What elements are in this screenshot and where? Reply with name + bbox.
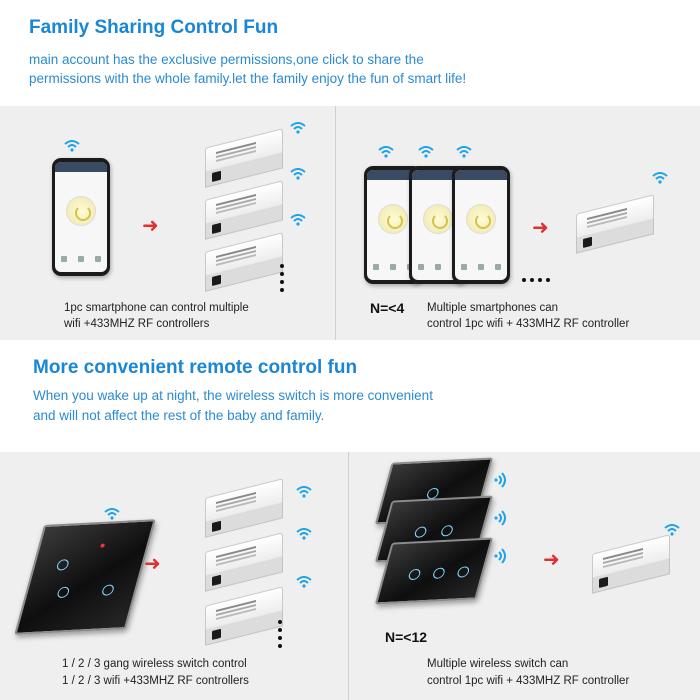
caption-line: wifi +433MHZ RF controllers <box>64 318 210 330</box>
controller-module-image <box>205 532 283 592</box>
controller-module-image <box>576 194 654 254</box>
controller-module-image <box>205 180 283 240</box>
wifi-icon <box>494 510 506 526</box>
wifi-icon <box>494 472 506 488</box>
wifi-icon <box>456 146 472 158</box>
panel-switch-control: ➜ 1 / 2 / 3 gang wireless switch control… <box>0 452 700 700</box>
wifi-icon <box>494 548 506 564</box>
wifi-icon <box>290 214 306 226</box>
section-body-line: When you wake up at night, the wireless … <box>33 388 433 403</box>
section-title: More convenient remote control fun <box>33 357 358 378</box>
power-icon <box>466 204 496 234</box>
arrow-right-icon: ➜ <box>543 549 560 571</box>
wireless-switch-image <box>374 537 494 605</box>
controller-module-image <box>205 128 283 188</box>
panel-phone-control: ➜ 1pc smartphone can control multiple wi… <box>0 106 700 340</box>
wifi-icon <box>418 146 434 158</box>
power-icon <box>378 204 408 234</box>
section-body-line: main account has the exclusive permissio… <box>29 52 424 67</box>
arrow-right-icon: ➜ <box>142 215 159 237</box>
wifi-icon <box>378 146 394 158</box>
wifi-icon <box>290 122 306 134</box>
caption-line: Multiple smartphones can <box>427 302 559 314</box>
ellipsis-icon <box>280 264 284 296</box>
wifi-icon <box>296 528 312 540</box>
arrow-right-icon: ➜ <box>532 217 549 239</box>
controller-module-image <box>592 534 670 594</box>
section-family-sharing: Family Sharing Control Fun main account … <box>0 0 700 106</box>
wifi-icon <box>290 168 306 180</box>
caption-line: 1pc smartphone can control multiple <box>64 302 249 314</box>
wifi-icon <box>64 140 80 152</box>
section-title: Family Sharing Control Fun <box>29 17 279 38</box>
wireless-switch-image <box>14 519 156 635</box>
panel-divider <box>335 106 336 340</box>
wifi-icon <box>296 576 312 588</box>
section-body-line: permissions with the whole family.let th… <box>29 71 467 86</box>
wifi-icon <box>664 524 680 536</box>
power-icon <box>66 196 96 226</box>
wifi-icon <box>296 486 312 498</box>
section-body-line: and will not affect the rest of the baby… <box>33 408 325 423</box>
max-count-label: N=<4 <box>370 300 405 316</box>
caption-line: Multiple wireless switch can <box>427 658 569 670</box>
wifi-icon <box>104 508 120 520</box>
ellipsis-icon <box>278 620 282 652</box>
controller-module-image <box>205 478 283 538</box>
wifi-icon <box>652 172 668 184</box>
caption-line: 1 / 2 / 3 gang wireless switch control <box>62 658 247 670</box>
panel-divider <box>348 452 349 700</box>
controller-module-image <box>205 232 283 292</box>
smartphone-image <box>52 158 110 276</box>
smartphone-image <box>452 166 510 284</box>
ellipsis-icon <box>522 278 550 282</box>
caption-line: control 1pc wifi + 433MHZ RF controller <box>427 675 630 687</box>
controller-module-image <box>205 586 283 646</box>
arrow-right-icon: ➜ <box>144 553 161 575</box>
caption-line: 1 / 2 / 3 wifi +433MHZ RF controllers <box>62 675 249 687</box>
max-count-label: N=<12 <box>385 629 428 645</box>
section-remote-control: More convenient remote control fun When … <box>0 340 700 452</box>
power-icon <box>423 204 453 234</box>
caption-line: control 1pc wifi + 433MHZ RF controller <box>427 318 630 330</box>
